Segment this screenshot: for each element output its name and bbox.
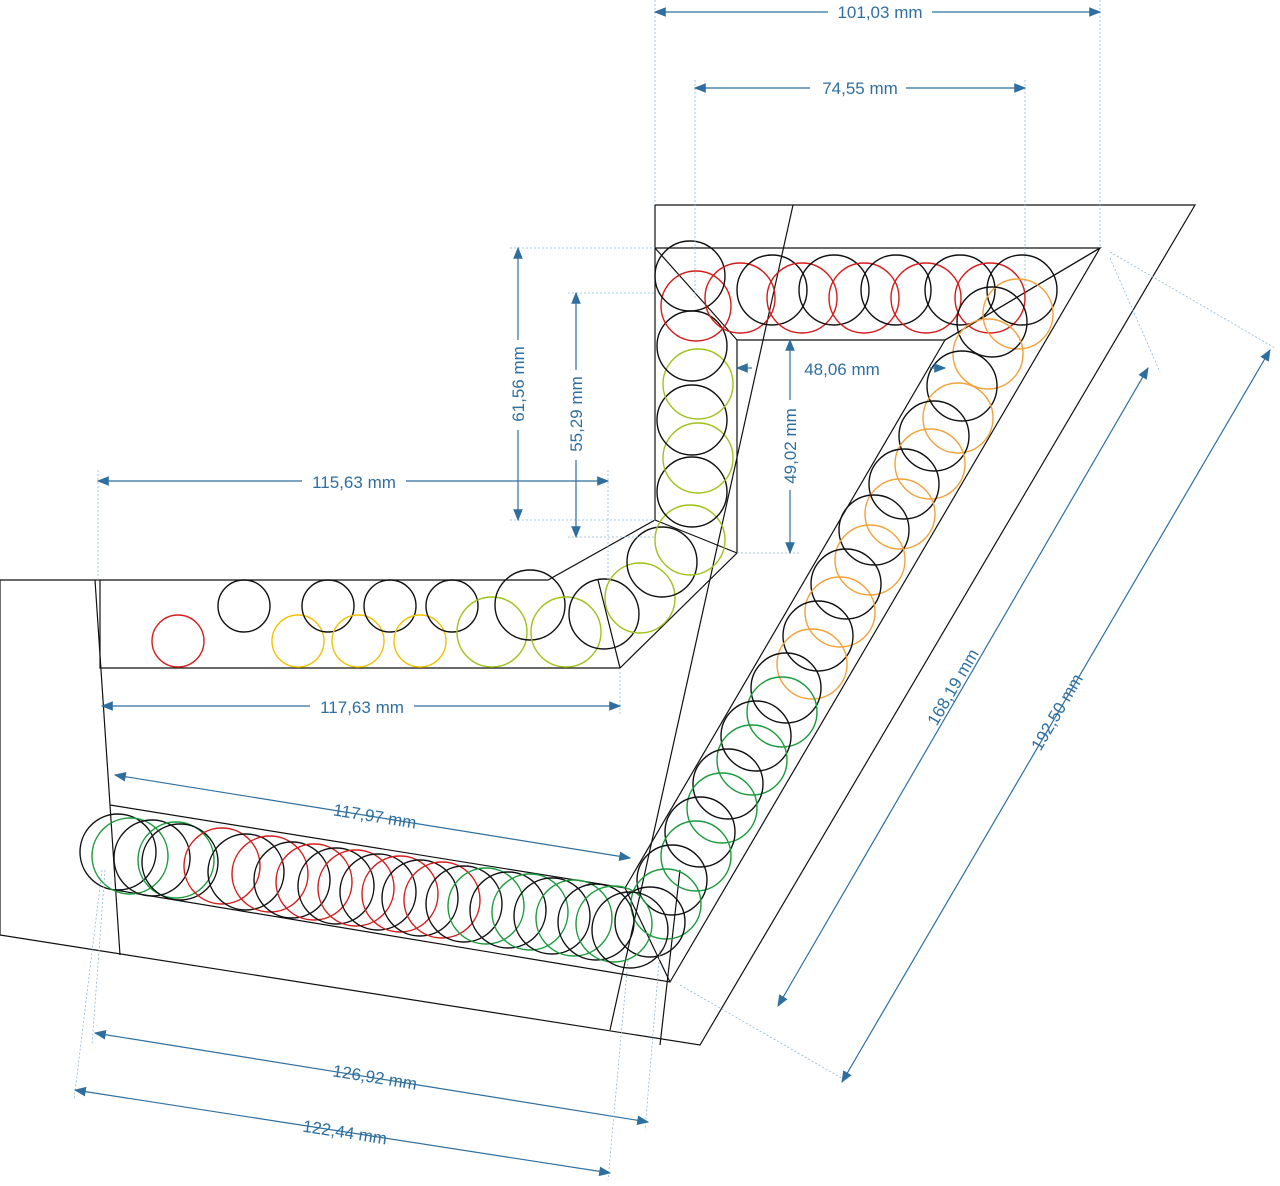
cable-circle: [838, 494, 910, 566]
cable-circle: [79, 813, 157, 891]
cable-circle: [956, 286, 1028, 358]
cable-circle: [660, 270, 732, 342]
cable-circle: [986, 254, 1058, 326]
cable-circle: [591, 891, 669, 969]
cable-circle: [656, 310, 728, 382]
corner-line-2: [654, 519, 738, 554]
cable-circle: [834, 524, 906, 596]
cable-circle: [630, 868, 702, 940]
dim-label-48: 48,06 mm: [804, 360, 880, 379]
cable-circle: [868, 448, 940, 520]
cable-circle: [662, 348, 734, 420]
cable-circle: [456, 596, 528, 668]
divider-line-1: [609, 204, 794, 1031]
cable-circle: [656, 456, 728, 528]
cable-circle: [535, 879, 613, 957]
cable-circle: [924, 254, 996, 326]
cable-circle: [736, 254, 808, 326]
corner-line-5: [624, 887, 671, 983]
cable-circle: [141, 823, 219, 901]
cable-circle: [447, 867, 525, 945]
part-outlines: [0, 204, 1197, 1046]
cable-circle: [530, 596, 602, 668]
cable-circle: [513, 877, 591, 955]
cable-circle: [604, 562, 676, 634]
cable-circle: [890, 262, 962, 334]
cable-circle: [557, 883, 635, 961]
left-end-line: [94, 579, 121, 956]
cable-circle: [331, 614, 385, 668]
corner-line-4: [944, 247, 1101, 341]
cable-circle: [982, 278, 1054, 350]
cable-circle: [626, 526, 698, 598]
cable-circle: [766, 262, 838, 334]
dim-label-126: 126,92 mm: [331, 1061, 418, 1093]
cable-circle: [425, 865, 503, 943]
cable-circle: [217, 579, 271, 633]
cable-circle: [926, 350, 998, 422]
cable-circle: [636, 844, 708, 916]
cable-circle: [798, 254, 870, 326]
cable-circle: [654, 504, 726, 576]
cable-circle: [804, 576, 876, 648]
dim-label-115: 115,63 mm: [312, 473, 396, 492]
cable-circle: [575, 885, 653, 963]
cable-circle: [183, 827, 261, 905]
cable-circle: [664, 796, 736, 868]
dim-label-122: 122,44 mm: [301, 1117, 388, 1149]
cable-circle: [828, 262, 900, 334]
cable-circle: [491, 873, 569, 951]
corner-line-3: [654, 247, 738, 341]
dim-192-line: [841, 348, 1271, 1084]
dim-label-117-63: 117,63 mm: [320, 698, 404, 717]
cable-circle: [393, 614, 447, 668]
dim-label-117-97: 117,97 mm: [332, 800, 418, 832]
dim-label-49: 49,02 mm: [781, 408, 800, 484]
cable-circle: [654, 240, 726, 312]
cable-circle: [469, 871, 547, 949]
cable-circle: [656, 384, 728, 456]
cable-circle: [810, 548, 882, 620]
cable-circle: [782, 600, 854, 672]
dim-label-168: 168,19 mm: [924, 646, 983, 729]
cable-circles: [79, 240, 1058, 969]
cable-circle: [660, 820, 732, 892]
dim-label-61: 61,56 mm: [509, 346, 528, 422]
cable-circle: [425, 579, 479, 633]
cable-circle: [381, 859, 459, 937]
dim-label-74: 74,55 mm: [822, 79, 898, 98]
dim-117-97-line: [113, 771, 632, 862]
dim-122-line: [73, 1086, 612, 1177]
dim-label-192: 192,50 mm: [1028, 671, 1087, 754]
cable-circle: [403, 861, 481, 939]
cable-circle: [952, 318, 1024, 390]
divider-line-2: [659, 869, 681, 1046]
cable-circle: [363, 579, 417, 633]
outer-body-outline: [0, 204, 1197, 1046]
cable-circle: [301, 579, 355, 633]
upper-channel-outline: [99, 247, 1103, 669]
cable-circle: [271, 614, 325, 668]
dim-label-101: 101,03 mm: [837, 3, 922, 22]
cable-circle: [716, 724, 788, 796]
cable-circle: [704, 262, 776, 334]
cable-circle: [614, 886, 686, 958]
cable-circle: [692, 748, 764, 820]
dimension-lines: [73, 0, 1276, 1181]
lower-channel-inner: [114, 247, 1101, 983]
cable-circle: [864, 478, 936, 550]
cable-circle: [662, 422, 734, 494]
dim-label-55: 55,29 mm: [567, 376, 586, 452]
cable-circle: [568, 578, 640, 650]
cable-circle: [91, 817, 169, 895]
corner-line-1: [597, 579, 621, 669]
cable-circle: [686, 772, 758, 844]
cable-circle: [494, 569, 566, 641]
cable-circle: [151, 614, 205, 668]
cable-circle: [860, 254, 932, 326]
cable-circle: [954, 262, 1026, 334]
